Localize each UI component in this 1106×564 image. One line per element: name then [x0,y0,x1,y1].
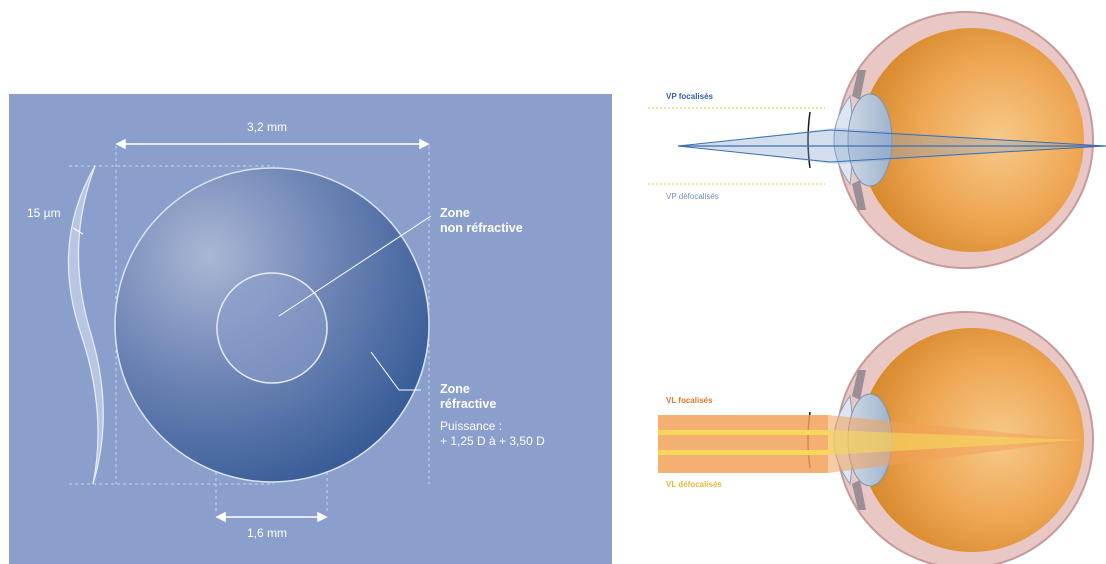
eye-diagrams-graphic [648,11,1106,564]
lens-diagram-panel: 3,2 mm 1,6 mm 15 µm Zone non réfractive … [9,94,612,564]
eye-diagrams: VP focalisés VP défocalisés VL focalisés… [620,0,1106,564]
near-focused-label: VP focalisés [666,92,713,101]
eye-bottom [658,311,1094,564]
arrow-head-left-bottom [215,511,226,523]
refractive-zone-label-line1: Zone [440,382,470,396]
near-defocused-label: VP défocalisés [666,192,719,201]
leader-line-refractive [370,351,421,391]
far-defocused-label: VL défocalisés [666,480,722,489]
lens-profile [67,165,104,485]
dimension-label-lens-diameter: 3,2 mm [247,120,288,134]
thickness-label: 15 µm [27,206,61,220]
far-rays-bottom [658,415,1082,473]
non-refractive-zone-label-line1: Zone [440,206,470,220]
thickness-marker [72,227,84,235]
refractive-zone-label-line2: réfractive [440,397,497,411]
arrow-head-left [115,138,126,150]
arrow-head-right-bottom [317,511,328,523]
arrow-head-right [419,138,430,150]
leader-line-non-refractive [278,215,432,317]
power-label: Puissance : [440,419,503,433]
dimension-label-zone-diameter: 1,6 mm [247,526,288,540]
power-range-label: + 1,25 D à + 3,50 D [440,434,545,448]
near-rays-top [677,128,1106,164]
far-focused-label: VL focalisés [666,396,713,405]
eye-top [648,11,1106,269]
non-refractive-zone [216,272,328,384]
non-refractive-zone-label-line2: non réfractive [440,221,523,235]
lens-diagram-graphic [67,138,432,523]
